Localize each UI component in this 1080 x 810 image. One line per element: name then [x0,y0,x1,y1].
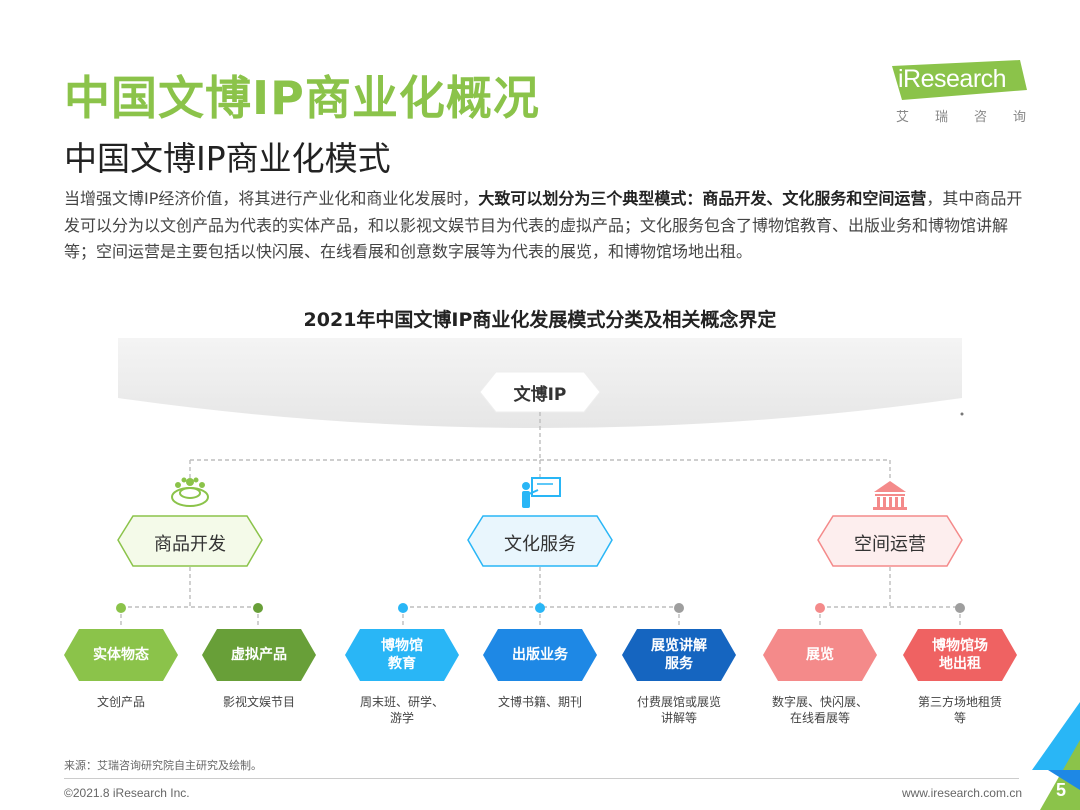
page-subtitle: 中国文博IP商业化模式 [64,139,391,178]
root-node-shape [479,371,601,413]
category-label-space: 空间运营 [854,534,926,555]
corner-accent [1032,702,1080,770]
leaf-node-shape [202,629,316,681]
root-node-label: 文博IP [513,385,567,405]
leaf-label: 虚拟产品 [231,647,287,663]
intro-text-1: 当增强文博IP经济价值，将其进行产业化和商业化发展时， [64,189,479,208]
leaf-label: 出版业务 [512,647,568,663]
logo-cn-text: 艾 瑞 咨 询 [896,106,1026,125]
source-note: 来源：艾瑞咨询研究院自主研究及绘制。 [64,759,262,772]
leaf-description: 付费展馆或展览 讲解等 [636,695,721,725]
leaf-description: 周末班、研学、 游学 [359,695,444,725]
leaf-label: 展览 [806,647,834,663]
logo-banner-shape [892,60,1027,100]
leaf-node-shape [903,629,1017,681]
logo-text: iResearch [898,65,1007,93]
footer-divider [64,778,1019,779]
category-label-product: 商品开发 [154,534,226,555]
leaf-node-shape [763,629,877,681]
logo-cn-char: 瑞 [934,110,948,125]
category-node-shape-space [817,515,963,567]
category-node-shape-product [117,515,263,567]
leaf-description: 第三方场地租赁 等 [917,695,1002,725]
leaf-description: 影视文娱节目 [222,695,295,709]
leaf-node-shape [483,629,597,681]
leaf-node-shape [622,629,736,681]
copyright-text: ©2021.8 iResearch Inc. [64,786,190,800]
leaf-node-shape [345,629,459,681]
intro-paragraph: 当增强文博IP经济价值，将其进行产业化和商业化发展时，大致可以划分为三个典型模式… [64,186,1024,266]
website-link[interactable]: www.iresearch.com.cn [901,786,1022,800]
leaf-label: 博物馆场 地出租 [932,638,988,672]
product-icon [171,477,209,507]
leaf-label: 实体物态 [93,647,149,663]
intro-text-bold: 大致可以划分为三个典型模式：商品开发、文化服务和空间运营 [478,189,927,208]
logo-cn-char: 艾 [896,110,910,125]
page-title: 中国文博IP商业化概况 [64,71,540,125]
leaf-label: 展览讲解 服务 [651,638,707,672]
iresearch-logo: iResearch 艾 瑞 咨 询 [892,60,1027,130]
logo-cn-char: 询 [1012,110,1026,125]
category-node-shape-culture [467,515,613,567]
teacher-icon [522,477,561,508]
leaf-description: 文创产品 [96,695,145,709]
corner-accent [1048,770,1080,790]
leaf-node-shape [64,629,178,681]
leaf-description: 数字展、快闪展、 在线看展等 [771,695,868,725]
leaf-description: 文博书籍、期刊 [497,695,582,709]
leaf-label: 博物馆 教育 [381,638,423,672]
museum-icon [873,481,907,510]
connector-dots [116,412,965,613]
category-label-culture: 文化服务 [504,534,576,555]
page-number: 5 [1055,780,1066,800]
intro-text-2: ，其中商品开发可以分为以文创产品为代表的实体产品，和以影视文娱节目为代表的虚拟产… [64,189,1023,261]
logo-cn-char: 咨 [973,110,987,125]
diagram-title: 2021年中国文博IP商业化发展模式分类及相关概念界定 [303,309,777,331]
